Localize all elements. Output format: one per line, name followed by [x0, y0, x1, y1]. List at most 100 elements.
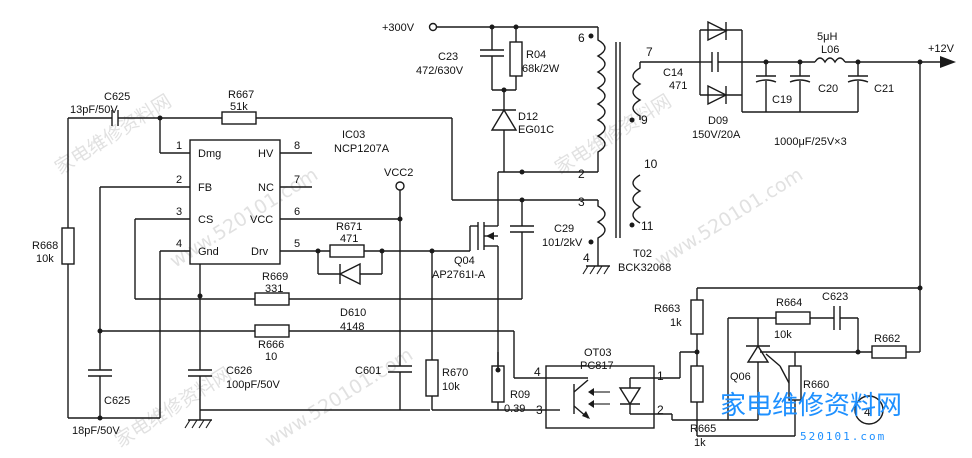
r670-resistor — [425, 359, 439, 397]
r669-ref: R669 — [262, 271, 288, 283]
r667-resistor — [221, 111, 257, 125]
r664-resistor — [775, 311, 811, 325]
r668-resistor — [61, 227, 75, 265]
ground-symbol-2 — [582, 262, 610, 275]
c626-value: 100pF/50V — [226, 379, 280, 391]
feedback-network: R663 1k R665 1k R664 10k C623 R662 Q06 — [654, 287, 920, 449]
d610-diode — [338, 262, 361, 286]
ot03-part: PC817 — [580, 360, 614, 372]
ic-pin-3-num: 3 — [176, 206, 182, 218]
r666-value: 10 — [265, 351, 277, 363]
q04-ref: Q04 — [454, 255, 475, 267]
l06-ref: L06 — [821, 44, 839, 56]
v300-terminal — [428, 22, 438, 32]
c21-ref: C21 — [874, 83, 894, 95]
t02-pin-6: 6 — [578, 31, 585, 45]
watermark-domain-2: www.520101.com — [651, 163, 807, 272]
ot03-led — [618, 387, 642, 406]
ic-part-label: NCP1207A — [334, 143, 390, 155]
d12-ref: D12 — [518, 111, 538, 123]
c625-top-value: 13pF/50V — [70, 104, 118, 116]
c20-ref: C20 — [818, 83, 838, 95]
l06-value: 5μH — [817, 31, 837, 43]
t02-pin-10: 10 — [644, 157, 658, 171]
t02-ref: T02 — [633, 248, 652, 260]
left-network: 13pF/50V C625 R667 51k R668 10k C625 18p… — [32, 89, 546, 437]
v300-label: +300V — [382, 22, 415, 34]
c29-ref: C29 — [554, 223, 574, 235]
t02-aux-winding — [596, 200, 606, 262]
c625-bot-ref: C625 — [104, 395, 130, 407]
ic-pin-1-num: 1 — [176, 140, 182, 152]
t02-value: BCK32068 — [618, 262, 671, 274]
t02-pin-11: 11 — [641, 219, 654, 233]
ic-pin-7-num: 7 — [294, 174, 300, 186]
c625-bot-value: 18pF/50V — [72, 425, 120, 437]
ic-pin-8-name: HV — [258, 148, 274, 160]
c23-ref: C23 — [438, 51, 458, 63]
r666-resistor — [254, 324, 290, 338]
r670-value: 10k — [442, 381, 460, 393]
transformer-t02: 6 2 3 4 7 9 10 11 T02 BCK32068 — [578, 27, 700, 275]
vcc2-terminal — [395, 181, 405, 191]
ic-pin-4-name: Gnd — [198, 246, 219, 258]
cap-bank-value: 1000μF/25V×3 — [774, 136, 847, 148]
ic-pin-8-num: 8 — [294, 140, 300, 152]
r04-ref: R04 — [526, 49, 546, 61]
d09-ref: D09 — [708, 115, 728, 127]
r660-ref: R660 — [803, 379, 829, 391]
watermark-text-3: 家电维修资料网 — [111, 363, 235, 452]
brand-logo-domain: 520101.com — [800, 430, 886, 443]
watermark: 家电维修资料网 www.520101.com 家电维修资料网 www.52010… — [51, 90, 807, 452]
t02-pin-4: 4 — [583, 251, 590, 265]
c626-ref: C626 — [226, 365, 252, 377]
c19-ref: C19 — [772, 94, 792, 106]
ot03-ref: OT03 — [584, 347, 612, 359]
optocoupler-ot03: OT03 PC817 4 3 1 2 — [534, 347, 758, 429]
c601-ref: C601 — [355, 365, 381, 377]
r664-ref: R664 — [776, 297, 802, 309]
t02-secondary-winding — [632, 62, 642, 120]
r669-value: 331 — [265, 283, 283, 295]
q06-regulator — [746, 344, 770, 363]
ground-symbol-1 — [184, 419, 212, 429]
r09-value: 0.39 — [504, 403, 525, 415]
q04-value: AP2761I-A — [432, 269, 486, 281]
r09-ref: R09 — [510, 389, 530, 401]
r663-resistor — [690, 299, 704, 335]
r671-value: 471 — [340, 233, 358, 245]
primary-side: +300V C23 472/630V R04 68k/2W D12 EG01C — [382, 22, 598, 415]
ic-pin-2-num: 2 — [176, 174, 182, 186]
ic-pin-5-name: Drv — [251, 246, 269, 258]
r662-ref: R662 — [874, 333, 900, 345]
d610-ref: D610 — [340, 307, 366, 319]
secondary-output: C14 471 D09 150V/20A +12V 5μH L06 C19 C2… — [663, 20, 956, 352]
r664-value: 10k — [774, 329, 792, 341]
d09-diode-b — [707, 84, 728, 106]
ic03-body — [189, 139, 281, 265]
r667-value: 51k — [230, 101, 248, 113]
d12-diode — [490, 108, 518, 131]
v12-label: +12V — [928, 43, 955, 55]
c14-value: 471 — [669, 80, 687, 92]
ic-pin-5-num: 5 — [294, 238, 300, 250]
r665-value: 1k — [694, 437, 706, 449]
r665-ref: R665 — [690, 423, 716, 435]
l06-inductor — [814, 57, 846, 64]
r04-resistor — [509, 41, 523, 77]
d09-diode-a — [707, 20, 728, 42]
t02-pin-7: 7 — [646, 45, 653, 59]
t02-winding-10-11 — [632, 174, 642, 224]
ic-pin-6-name: VCC — [250, 214, 273, 226]
d12-value: EG01C — [518, 124, 554, 136]
r668-ref: R668 — [32, 240, 58, 252]
ic-pin-3-name: CS — [198, 214, 213, 226]
r670-ref: R670 — [442, 367, 468, 379]
q06-ref: Q06 — [730, 371, 751, 383]
d610-value: 4148 — [340, 321, 364, 333]
figure-number: 4 — [864, 405, 871, 419]
ic-pin-7-name: NC — [258, 182, 274, 194]
t02-pin-3: 3 — [578, 195, 585, 209]
r667-ref: R667 — [228, 89, 254, 101]
r665-resistor — [690, 365, 704, 403]
